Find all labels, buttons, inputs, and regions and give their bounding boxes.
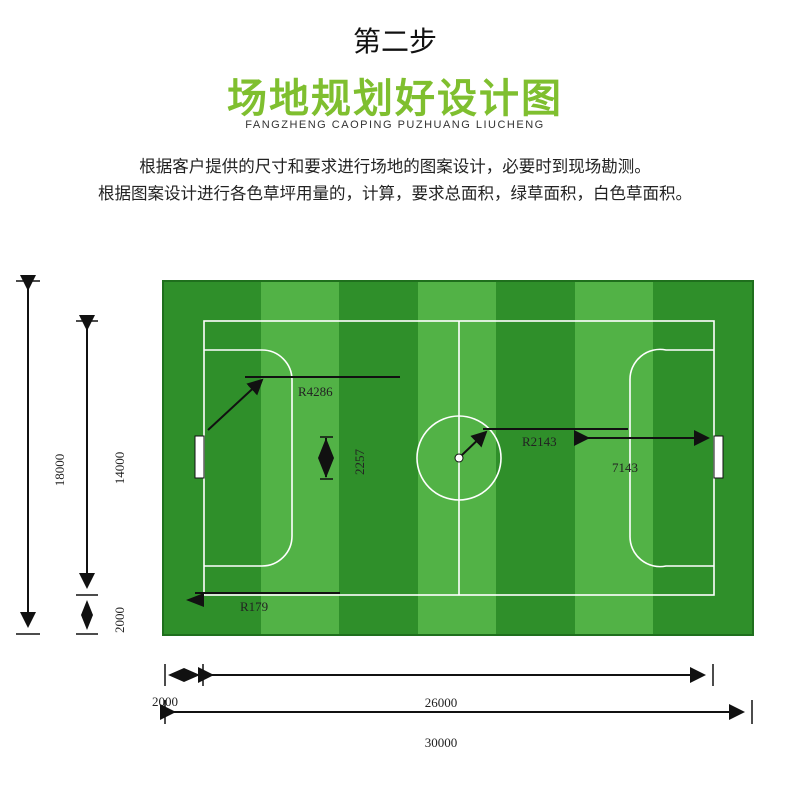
description-line-2: 根据图案设计进行各色草坪用量的，计算，要求总面积，绿草面积，白色草面积。 xyxy=(98,184,692,203)
label-18000: 18000 xyxy=(52,454,67,487)
left-penalty-area xyxy=(204,349,293,567)
label-26000: 26000 xyxy=(425,695,458,710)
center-circle xyxy=(416,415,502,501)
dim-7143: 7143 xyxy=(574,430,710,475)
dim-2257: 2257 xyxy=(318,436,367,480)
stripe-light-3 xyxy=(575,281,653,635)
label-r4286: R4286 xyxy=(298,384,333,399)
r4286-annotation: R4286 xyxy=(207,376,400,431)
label-30000: 30000 xyxy=(425,735,458,750)
r179-annotation: R179 xyxy=(186,592,340,614)
dim-2000-left: 2000 xyxy=(76,600,127,635)
dim-26000: 26000 xyxy=(198,664,714,710)
label-7143: 7143 xyxy=(612,460,638,475)
label-r179: R179 xyxy=(240,599,268,614)
dim-2000-bottom: 2000 xyxy=(152,664,204,709)
label-r2143: R2143 xyxy=(522,434,557,449)
label-2257: 2257 xyxy=(352,449,367,476)
pitch-edge-shade xyxy=(162,280,754,636)
pinyin-subtitle: FANGZHENG CAOPING PUZHUANG LIUCHENG xyxy=(245,119,545,131)
r2143-annotation: R2143 xyxy=(461,428,628,456)
label-14000: 14000 xyxy=(112,452,127,485)
left-goal xyxy=(194,435,205,479)
dim-14000: 14000 xyxy=(76,315,127,596)
dim-30000: 30000 xyxy=(160,700,753,750)
page-title: 场地规划好设计图 xyxy=(227,76,563,122)
right-penalty-area xyxy=(629,348,714,568)
center-spot xyxy=(454,453,464,463)
description-line-1: 根据客户提供的尺寸和要求进行场地的图案设计，必要时到现场勘测。 xyxy=(139,157,651,176)
label-2000-left: 2000 xyxy=(112,607,127,633)
step-heading: 第二步 xyxy=(352,25,437,58)
right-goal xyxy=(713,435,724,479)
dim-18000: 18000 xyxy=(16,275,67,635)
